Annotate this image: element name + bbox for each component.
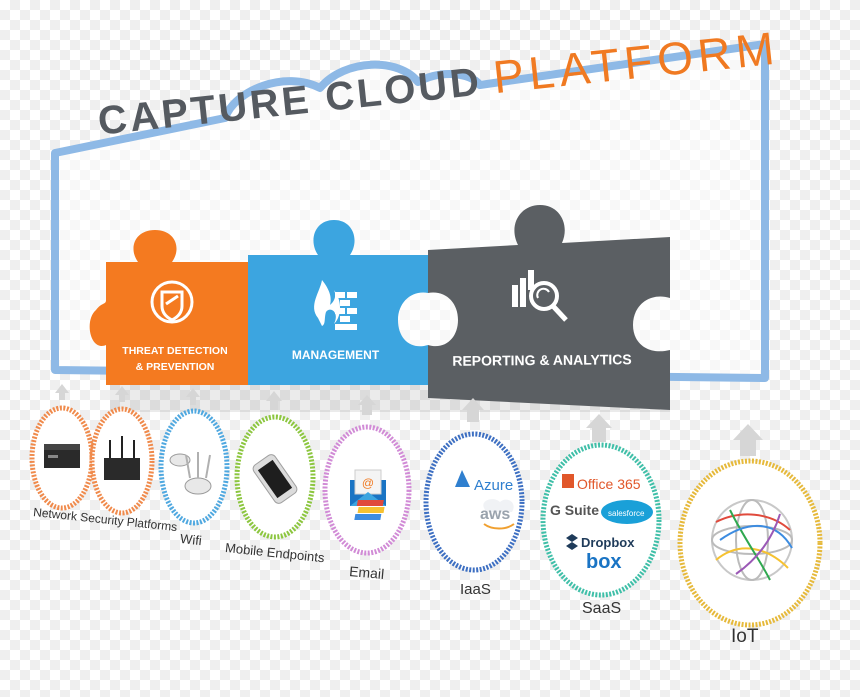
box-brand-text: box <box>586 551 622 573</box>
smartphone-icon <box>252 454 298 504</box>
salesforce-brand-text: salesforce <box>608 509 645 518</box>
caption-wifi: Wifi <box>179 531 203 549</box>
up-arrow-icon <box>462 398 484 422</box>
management-label: MANAGEMENT <box>291 348 380 362</box>
aws-brand-text: aws <box>480 506 511 523</box>
wireless-access-point-icon <box>169 452 212 495</box>
firewall-flame-icon <box>314 280 357 330</box>
threat-label-line2: & PREVENTION <box>135 361 215 373</box>
gsuite-brand-text: G Suite <box>550 502 600 518</box>
shield-icon <box>150 280 194 324</box>
up-arrow-icon <box>586 414 612 442</box>
analytics-magnifier-icon <box>512 270 568 322</box>
caption-iaas: IaaS <box>460 581 491 598</box>
dropbox-brand-text: Dropbox <box>581 535 635 550</box>
up-arrow-icon <box>186 388 200 405</box>
reporting-analytics-label: REPORTING & ANALYTICS <box>452 351 632 369</box>
up-arrow-icon <box>115 386 129 402</box>
up-arrow-icon <box>733 424 763 456</box>
threat-label-line1: THREAT DETECTION <box>122 345 228 357</box>
ring-iaas <box>423 431 525 573</box>
up-arrow-icon <box>55 384 69 400</box>
caption-iot: IoT <box>731 626 759 647</box>
network-appliance-icon <box>44 436 140 480</box>
puzzle-piece-threat <box>89 230 248 385</box>
globe-network-icon <box>711 499 793 581</box>
svg-text:@: @ <box>362 476 374 490</box>
ring-wifi <box>158 408 230 526</box>
caption-email: Email <box>348 563 385 582</box>
ring-iot <box>677 458 823 628</box>
cloud-provider-icon <box>354 470 515 530</box>
arrows <box>55 384 763 456</box>
up-arrow-icon <box>266 391 282 410</box>
up-arrow-icon <box>358 395 376 415</box>
saas-apps-icon <box>562 474 653 550</box>
office365-brand-text: Office 365 <box>577 476 641 492</box>
caption-saas: SaaS <box>582 600 622 617</box>
azure-brand-text: Azure <box>474 477 514 494</box>
threat-detection-label: THREAT DETECTION & PREVENTION <box>110 343 240 375</box>
